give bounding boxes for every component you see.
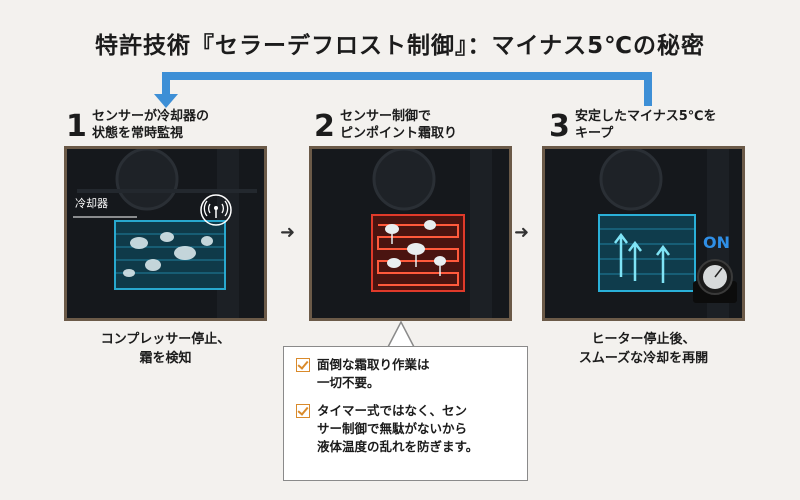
step-1-caption-line-2: 霜を検知	[139, 351, 192, 366]
callout-pointer	[387, 320, 415, 348]
on-badge: ON	[703, 233, 730, 252]
step-2-number: 2	[314, 109, 335, 144]
step-1-caption-line-1: コンプレッサー停止、	[100, 332, 231, 347]
step-3-caption-line-1: ヒーター停止後、	[591, 332, 696, 347]
callout-item-1: 面倒な霜取り作業は 一切不要。	[296, 356, 515, 392]
thermostat-dial-icon	[693, 259, 737, 303]
right-arrow-icon: ➜	[514, 222, 530, 243]
step-1-number: 1	[66, 109, 87, 144]
step-1-label-line-1: センサーが冷却器の	[92, 109, 210, 124]
step-3-label: 安定したマイナス5℃を キープ	[575, 108, 717, 142]
checkbox-icon	[296, 404, 310, 418]
callout-box: 面倒な霜取り作業は 一切不要。 タイマー式ではなく、セン サー制御で無駄がないか…	[283, 346, 528, 481]
right-arrow-icon: ➜	[280, 222, 296, 243]
callout-item-2-line-2: サー制御で無駄がないから	[317, 421, 468, 436]
heater-defrost-illustration	[312, 149, 509, 318]
loop-arrow-icon	[154, 72, 652, 108]
step-1-panel: 冷却器	[64, 146, 267, 321]
up-arrow-icon	[614, 232, 670, 283]
step-3-number: 3	[549, 109, 570, 144]
stable-cooling-illustration	[545, 149, 742, 318]
step-1-caption: コンプレッサー停止、 霜を検知	[64, 330, 267, 368]
step-2-label-line-2: ピンポイント霜取り	[340, 126, 458, 141]
step-3-panel: ON	[542, 146, 745, 321]
cooler-label: 冷却器	[75, 197, 108, 210]
step-1-label: センサーが冷却器の 状態を常時監視	[92, 108, 209, 142]
step-3-caption-line-2: スムーズな冷却を再開	[578, 351, 709, 366]
frosted-cooler-illustration	[67, 149, 264, 318]
sensor-wifi-icon	[200, 194, 232, 226]
step-2-label-line-1: センサー制御で	[340, 109, 432, 124]
callout-item-2: タイマー式ではなく、セン サー制御で無駄がないから 液体温度の乱れを防ぎます。	[296, 402, 515, 456]
step-3-caption: ヒーター停止後、 スムーズな冷却を再開	[542, 330, 745, 368]
callout-item-1-line-1: 面倒な霜取り作業は	[317, 357, 430, 372]
step-3-label-line-1: 安定したマイナス5℃を	[575, 109, 717, 124]
step-2-label: センサー制御で ピンポイント霜取り	[340, 108, 457, 142]
checkbox-icon	[296, 358, 310, 372]
page-title: 特許技術『セラーデフロスト制御』：マイナス5℃の秘密	[95, 33, 705, 59]
step-2-panel	[309, 146, 512, 321]
callout-item-2-line-1: タイマー式ではなく、セン	[317, 403, 468, 418]
step-1-label-line-2: 状態を常時監視	[92, 126, 184, 141]
step-3-label-line-2: キープ	[575, 126, 614, 141]
callout-item-2-line-3: 液体温度の乱れを防ぎます。	[317, 439, 479, 454]
callout-item-1-line-2: 一切不要。	[317, 375, 380, 390]
